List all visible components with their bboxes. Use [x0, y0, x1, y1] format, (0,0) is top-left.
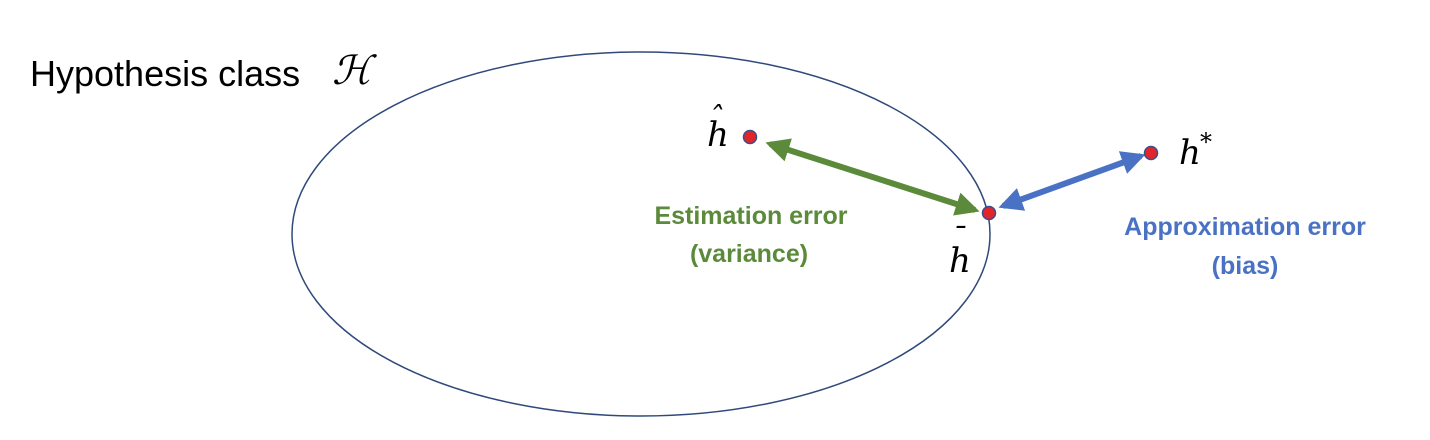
- h-hat-accent: ˆ: [708, 101, 723, 136]
- approximation-error-sublabel: (bias): [1212, 252, 1279, 280]
- title-label: Hypothesis class: [30, 53, 300, 94]
- h-bar-symbol: h: [949, 241, 971, 281]
- hypothesis-class-ellipse: [291, 51, 991, 417]
- h-bar-label: ¯ h: [949, 221, 971, 281]
- h-hat-symbol: h: [707, 115, 729, 155]
- estimation-error-arrow: [765, 138, 980, 216]
- estimation-error-sublabel: (variance): [690, 240, 808, 268]
- estimation-error-label: Estimation error: [654, 202, 847, 230]
- h-hat-point: [742, 129, 758, 145]
- h-bar-accent: ¯: [951, 221, 966, 256]
- approximation-error-arrow: [998, 151, 1146, 211]
- h-star-symbol: h: [1179, 133, 1201, 173]
- h-hat-label: h ˆ: [707, 101, 729, 155]
- h-bar-point: [981, 205, 997, 221]
- h-star-point: [1143, 145, 1159, 161]
- approximation-error-label: Approximation error: [1124, 213, 1366, 241]
- h-star-superscript: *: [1200, 128, 1212, 156]
- h-star-label: h *: [1179, 128, 1212, 173]
- hypothesis-class-symbol: ℋ: [332, 48, 377, 94]
